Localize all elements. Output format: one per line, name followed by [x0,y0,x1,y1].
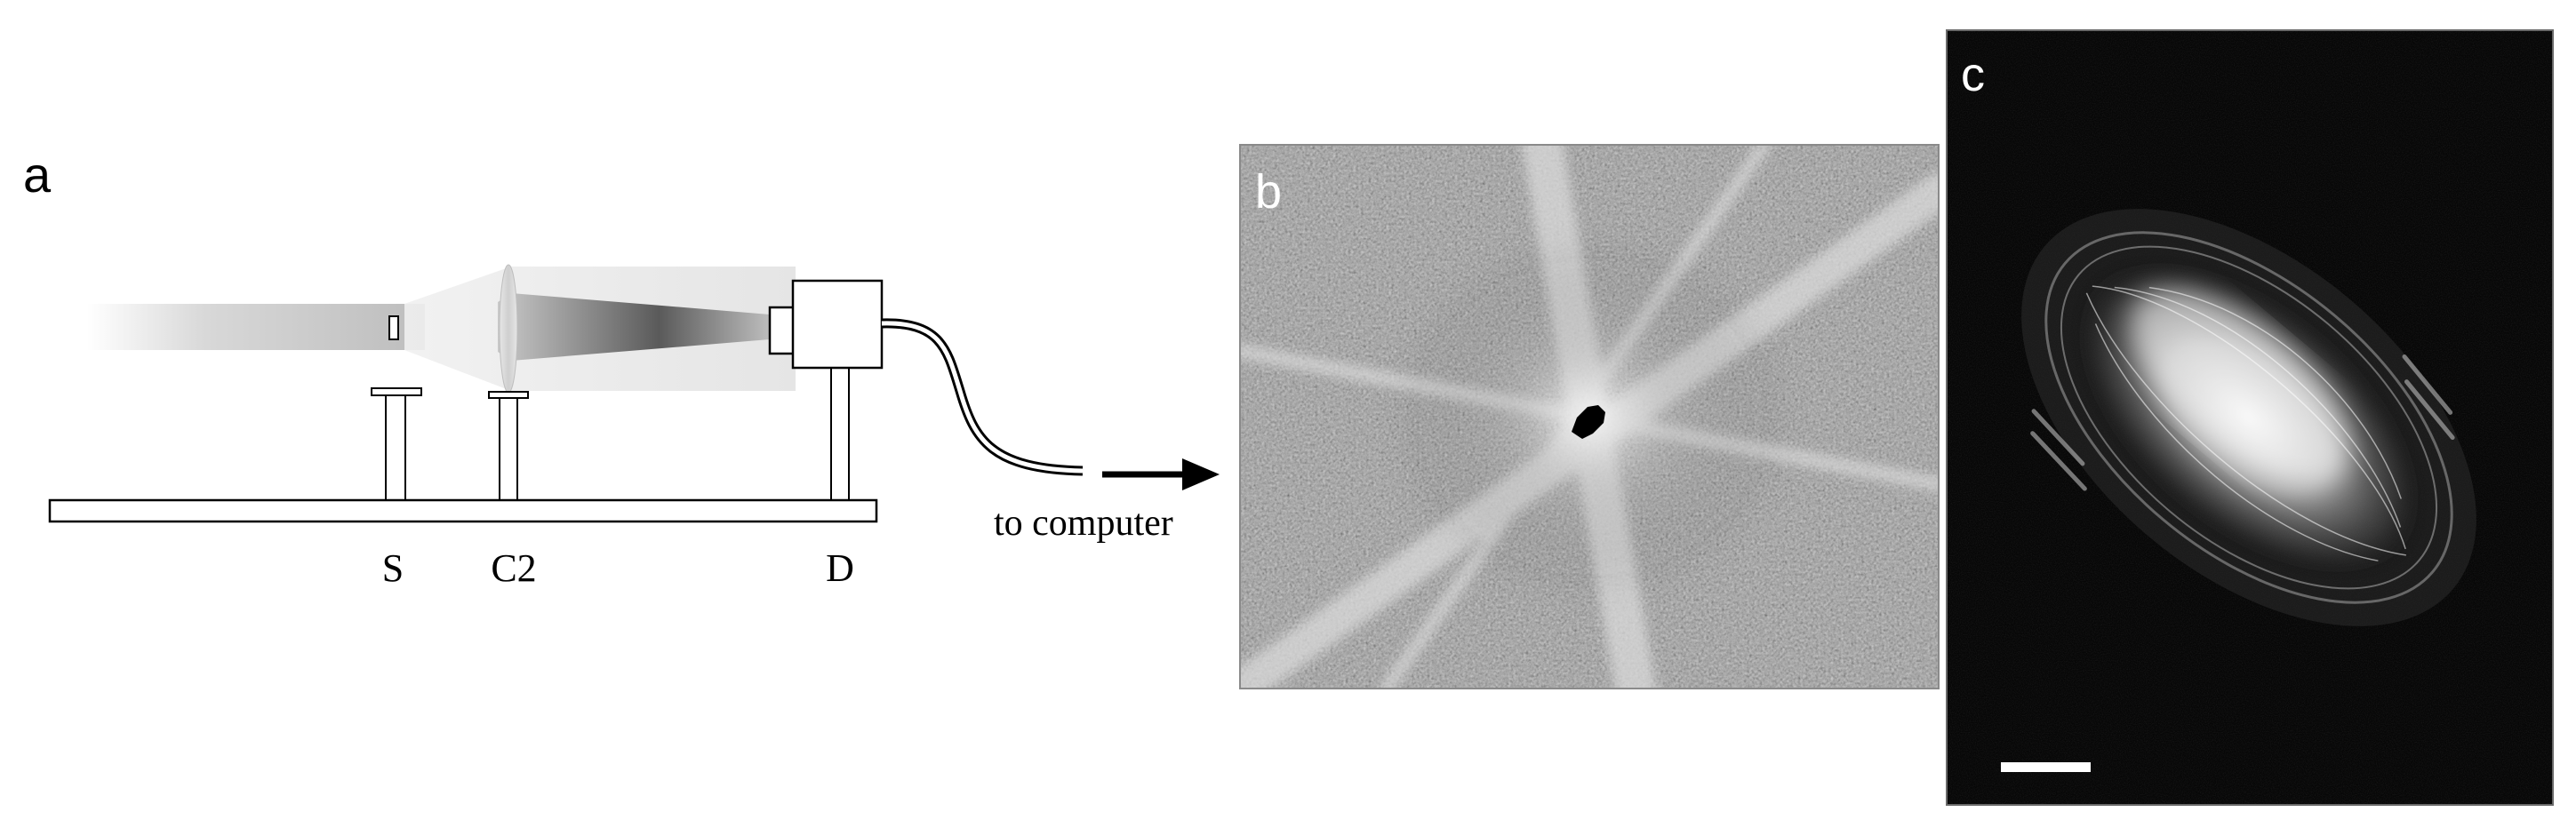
sample-marker [389,316,398,339]
incoming-beam [87,304,425,350]
detector-stand [831,368,849,500]
sample-stand [372,388,421,500]
output-arrow [1102,458,1220,490]
panel-a-letter: a [23,147,52,203]
panel-c-letter: c [1961,48,1985,101]
label-sample: S [382,546,404,590]
label-detector: D [826,546,854,590]
optical-bench [50,500,876,521]
panel-b-letter: b [1255,165,1282,219]
lens-stand [489,392,528,500]
scale-bar [2001,762,2091,772]
setup-schematic: a S C [23,147,1220,590]
detector-cable [882,323,1083,471]
diffraction-pattern: b [1240,145,1939,689]
lens-c2 [500,265,517,393]
label-lens: C2 [491,546,536,590]
output-caption: to computer [994,503,1173,544]
reconstructed-image: c [1941,30,2553,805]
